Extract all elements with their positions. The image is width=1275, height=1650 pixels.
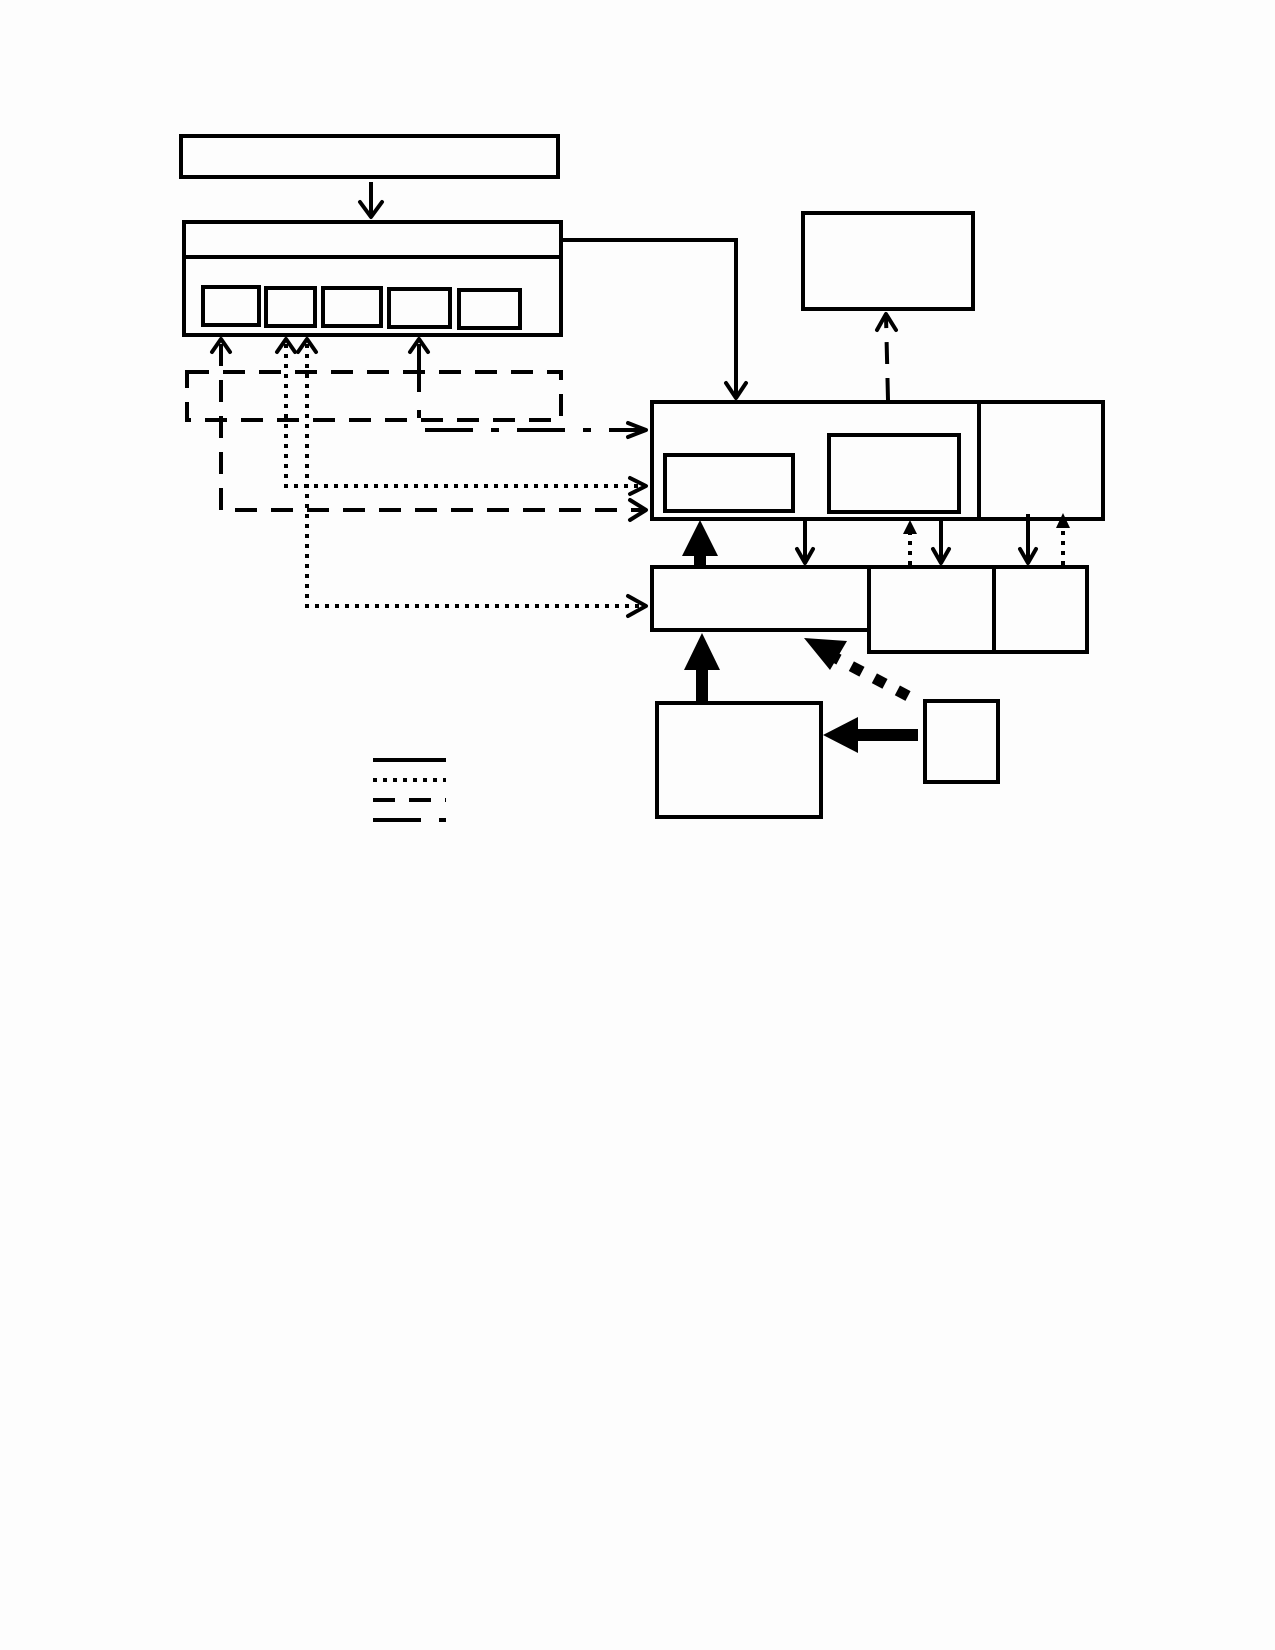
central-inner-left bbox=[663, 453, 795, 513]
thick-arrow-bottom-to-lower-bar bbox=[684, 633, 720, 702]
top-input-box bbox=[179, 134, 560, 179]
lower-right-box bbox=[992, 565, 1089, 654]
module-box bbox=[182, 220, 563, 337]
arrow-dashed-subblock1-to-central bbox=[210, 337, 648, 522]
arrow-input-to-module bbox=[358, 182, 384, 219]
thick-arrow-lower-bar-to-central bbox=[682, 520, 718, 565]
arrow-dashdot-subblock4-to-central bbox=[408, 337, 648, 439]
arrow-dotted-subblock2-to-central bbox=[275, 337, 648, 496]
legend bbox=[373, 758, 446, 822]
sub-block-3 bbox=[321, 286, 383, 328]
sub-block-4 bbox=[387, 287, 452, 329]
arrow-module-to-central bbox=[561, 238, 748, 400]
central-box bbox=[650, 400, 981, 521]
dashed-group-box bbox=[185, 370, 563, 422]
bottom-box bbox=[655, 701, 823, 819]
lower-bar-box bbox=[650, 565, 871, 632]
thick-arrow-small-to-bottom bbox=[823, 717, 918, 753]
sub-block-5 bbox=[457, 288, 522, 330]
sub-block-2 bbox=[264, 286, 317, 328]
thick-dotted-arrow-small-to-lower-bar bbox=[804, 638, 911, 701]
lower-mid-box bbox=[867, 565, 996, 654]
sub-block-1 bbox=[201, 285, 261, 327]
arrow-central-to-top-right bbox=[875, 312, 898, 401]
arrow-central-to-lower-bar bbox=[795, 520, 815, 565]
arrow-right-to-lower-right bbox=[1018, 514, 1038, 565]
arrow-dotted-subblock3-to-lower-bar bbox=[296, 337, 648, 618]
right-box bbox=[977, 400, 1105, 521]
arrow-dotted-lower-mid-to-central bbox=[903, 520, 917, 565]
bottom-small-box bbox=[923, 699, 1000, 784]
central-inner-right bbox=[827, 433, 961, 514]
arrow-central-to-lower-mid bbox=[931, 520, 951, 565]
arrow-dotted-lower-right-to-right bbox=[1056, 513, 1070, 565]
top-right-box bbox=[801, 211, 975, 311]
